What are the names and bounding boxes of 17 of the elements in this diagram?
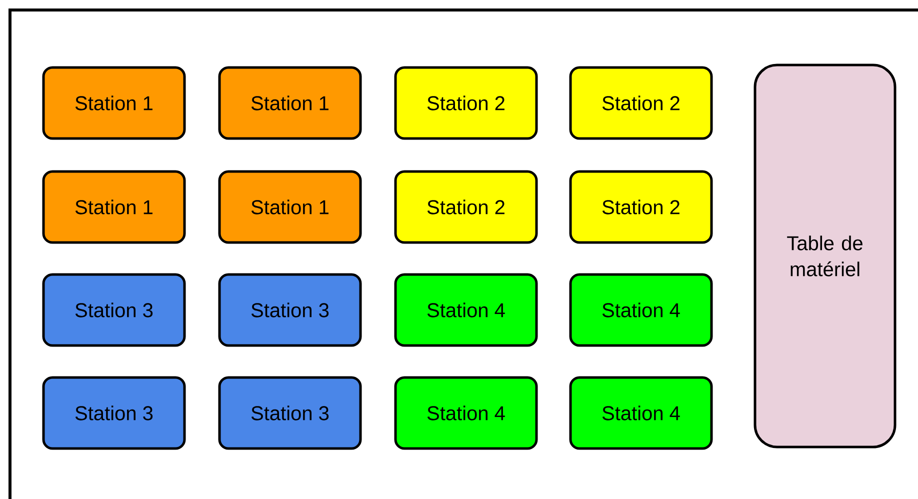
station-box: Station 1 bbox=[42, 66, 186, 140]
station-box: Station 2 bbox=[394, 170, 538, 244]
station-box: Station 3 bbox=[218, 376, 362, 450]
station-box: Station 4 bbox=[394, 376, 538, 450]
station-box: Station 4 bbox=[569, 376, 713, 450]
station-box: Station 4 bbox=[394, 273, 538, 347]
table-box: Table de matériel bbox=[754, 64, 896, 448]
station-box: Station 1 bbox=[218, 170, 362, 244]
station-box: Station 2 bbox=[569, 170, 713, 244]
station-box: Station 4 bbox=[569, 273, 713, 347]
station-box: Station 2 bbox=[394, 66, 538, 140]
station-box: Station 1 bbox=[218, 66, 362, 140]
station-box: Station 3 bbox=[42, 376, 186, 450]
station-box: Station 1 bbox=[42, 170, 186, 244]
station-box: Station 3 bbox=[42, 273, 186, 347]
station-box: Station 2 bbox=[569, 66, 713, 140]
station-box: Station 3 bbox=[218, 273, 362, 347]
